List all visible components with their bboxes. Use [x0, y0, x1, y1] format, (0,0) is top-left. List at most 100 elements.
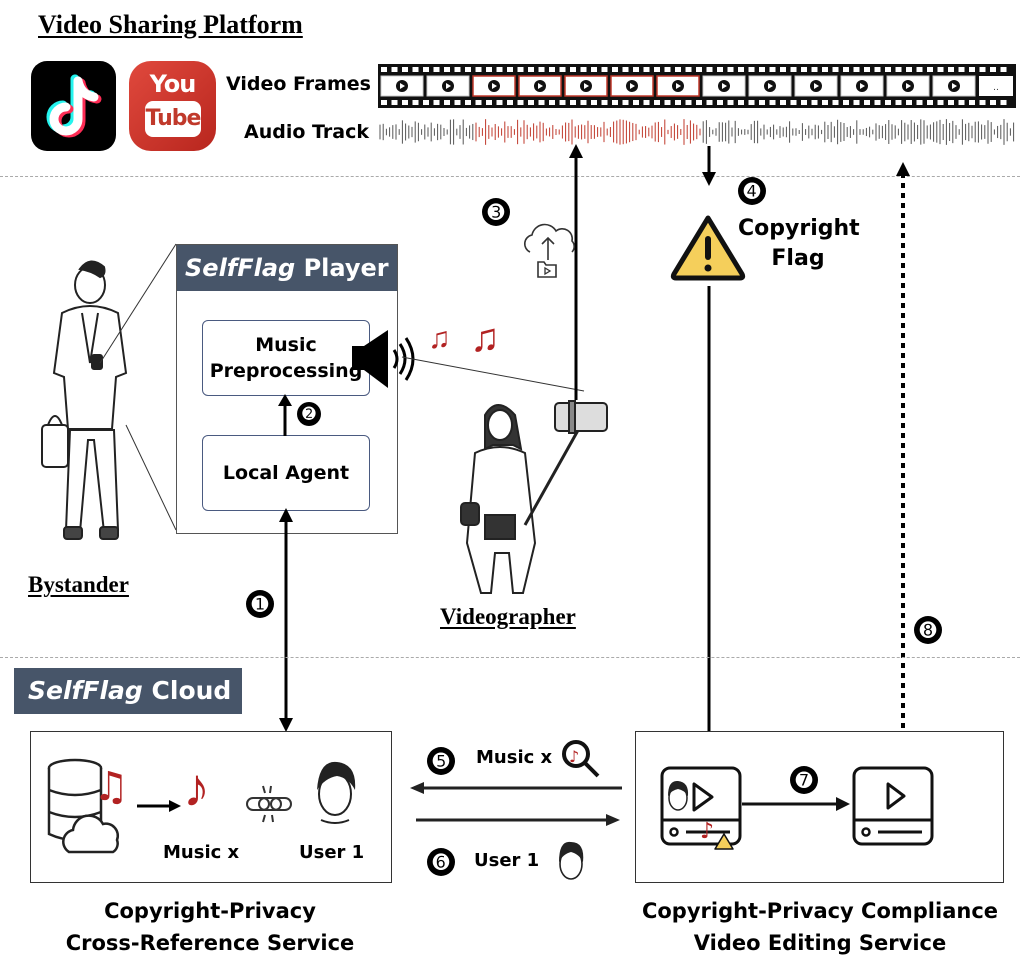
film-perforation	[496, 67, 503, 72]
film-perforation	[937, 100, 944, 105]
film-perforation	[591, 100, 597, 105]
film-perforation	[853, 67, 860, 72]
film-perforation	[864, 100, 870, 105]
film-perforation	[643, 67, 650, 72]
film-perforation	[654, 67, 660, 72]
youtube-you-text: You	[149, 70, 197, 98]
film-perforation	[822, 100, 828, 105]
cloud-title-brand: SelfFlag	[28, 676, 143, 705]
film-perforation	[958, 67, 965, 72]
arrow-platform-to-flag	[702, 146, 716, 186]
film-perforation	[706, 67, 713, 72]
film-perforation	[906, 67, 912, 72]
film-perforation	[402, 100, 408, 105]
response-user-1-label: User 1	[474, 850, 540, 871]
film-perforation	[538, 100, 545, 105]
player-title-rest: Player	[295, 254, 389, 282]
film-perforation	[643, 100, 650, 105]
film-perforation	[591, 67, 597, 72]
film-perforation	[412, 100, 419, 105]
film-perforation	[675, 100, 681, 105]
warning-icon	[670, 215, 746, 281]
film-perforation	[423, 67, 429, 72]
film-perforation	[1000, 100, 1007, 105]
link-chain-icon	[246, 785, 292, 823]
film-perforation	[475, 100, 482, 105]
step-6-badge: ➏	[427, 848, 455, 876]
arrow-flag-to-editing	[702, 286, 716, 756]
film-perforation	[958, 100, 965, 105]
film-perforation	[906, 100, 912, 105]
cross-reference-caption-line1: Copyright-Privacy	[104, 899, 316, 923]
film-perforation	[580, 100, 587, 105]
local-agent-box[interactable]: Local Agent	[202, 435, 370, 511]
film-perforation	[801, 100, 807, 105]
copyright-flag-line2: Flag	[771, 246, 825, 271]
video-frame	[840, 75, 884, 97]
video-frame	[748, 75, 792, 97]
video-frame	[426, 75, 470, 97]
film-perforation	[864, 67, 870, 72]
youtube-tube-text: Tube	[145, 101, 201, 137]
film-perforation	[727, 100, 734, 105]
film-perforation	[538, 67, 545, 72]
film-perforation	[444, 100, 450, 105]
film-perforation	[675, 67, 681, 72]
player-title-brand: SelfFlag	[185, 254, 296, 282]
film-perforation	[811, 67, 818, 72]
film-perforation	[727, 67, 734, 72]
svg-text:♪: ♪	[569, 747, 579, 766]
film-perforation	[874, 67, 881, 72]
video-frame	[564, 75, 608, 97]
film-perforation	[517, 67, 524, 72]
sound-line	[401, 356, 585, 392]
film-perforation	[559, 67, 566, 72]
film-perforation	[685, 100, 692, 105]
film-perforation	[664, 100, 671, 105]
video-frame	[932, 75, 976, 97]
film-perforation	[402, 67, 408, 72]
audio-track-label: Audio Track	[244, 121, 369, 143]
film-perforation	[790, 67, 797, 72]
film-perforation	[423, 100, 429, 105]
film-perforation	[780, 100, 786, 105]
arrow-db-to-music	[137, 800, 181, 812]
zoom-lines	[99, 243, 177, 531]
film-perforation	[895, 67, 902, 72]
film-perforation	[990, 67, 996, 72]
speaker-icon	[352, 330, 415, 388]
film-perforation	[465, 100, 471, 105]
video-editing-caption: Copyright-Privacy Compliance Video Editi…	[620, 895, 1020, 959]
film-perforation	[927, 67, 933, 72]
film-perforation	[486, 100, 492, 105]
film-perforation	[780, 67, 786, 72]
arrow-edited-video-to-platform	[896, 162, 910, 758]
video-editing-service-box[interactable]: ♪ ➐	[635, 731, 1004, 883]
video-frame	[656, 75, 700, 97]
step-5-badge: ➎	[427, 747, 455, 775]
video-frame	[702, 75, 746, 97]
film-perforation	[790, 100, 797, 105]
film-perforation	[853, 100, 860, 105]
film-perforation	[570, 67, 576, 72]
film-perforation	[612, 100, 618, 105]
video-frame	[886, 75, 930, 97]
film-perforation	[570, 100, 576, 105]
film-perforation	[633, 100, 639, 105]
film-perforation	[465, 67, 471, 72]
film-perforation	[1000, 67, 1007, 72]
svg-text:♪: ♪	[700, 819, 714, 844]
video-frame	[472, 75, 516, 97]
film-perforation	[937, 67, 944, 72]
film-perforation	[622, 67, 629, 72]
film-perforation	[622, 100, 629, 105]
film-perforation	[549, 100, 555, 105]
videographer-figure	[460, 400, 608, 594]
film-perforation	[843, 100, 849, 105]
film-perforation	[811, 100, 818, 105]
step-2-badge: ➋	[297, 402, 321, 426]
film-perforation	[832, 67, 839, 72]
film-perforation	[948, 100, 954, 105]
cross-reference-service-box[interactable]: ♫ ♪ Music x User 1	[30, 731, 392, 883]
